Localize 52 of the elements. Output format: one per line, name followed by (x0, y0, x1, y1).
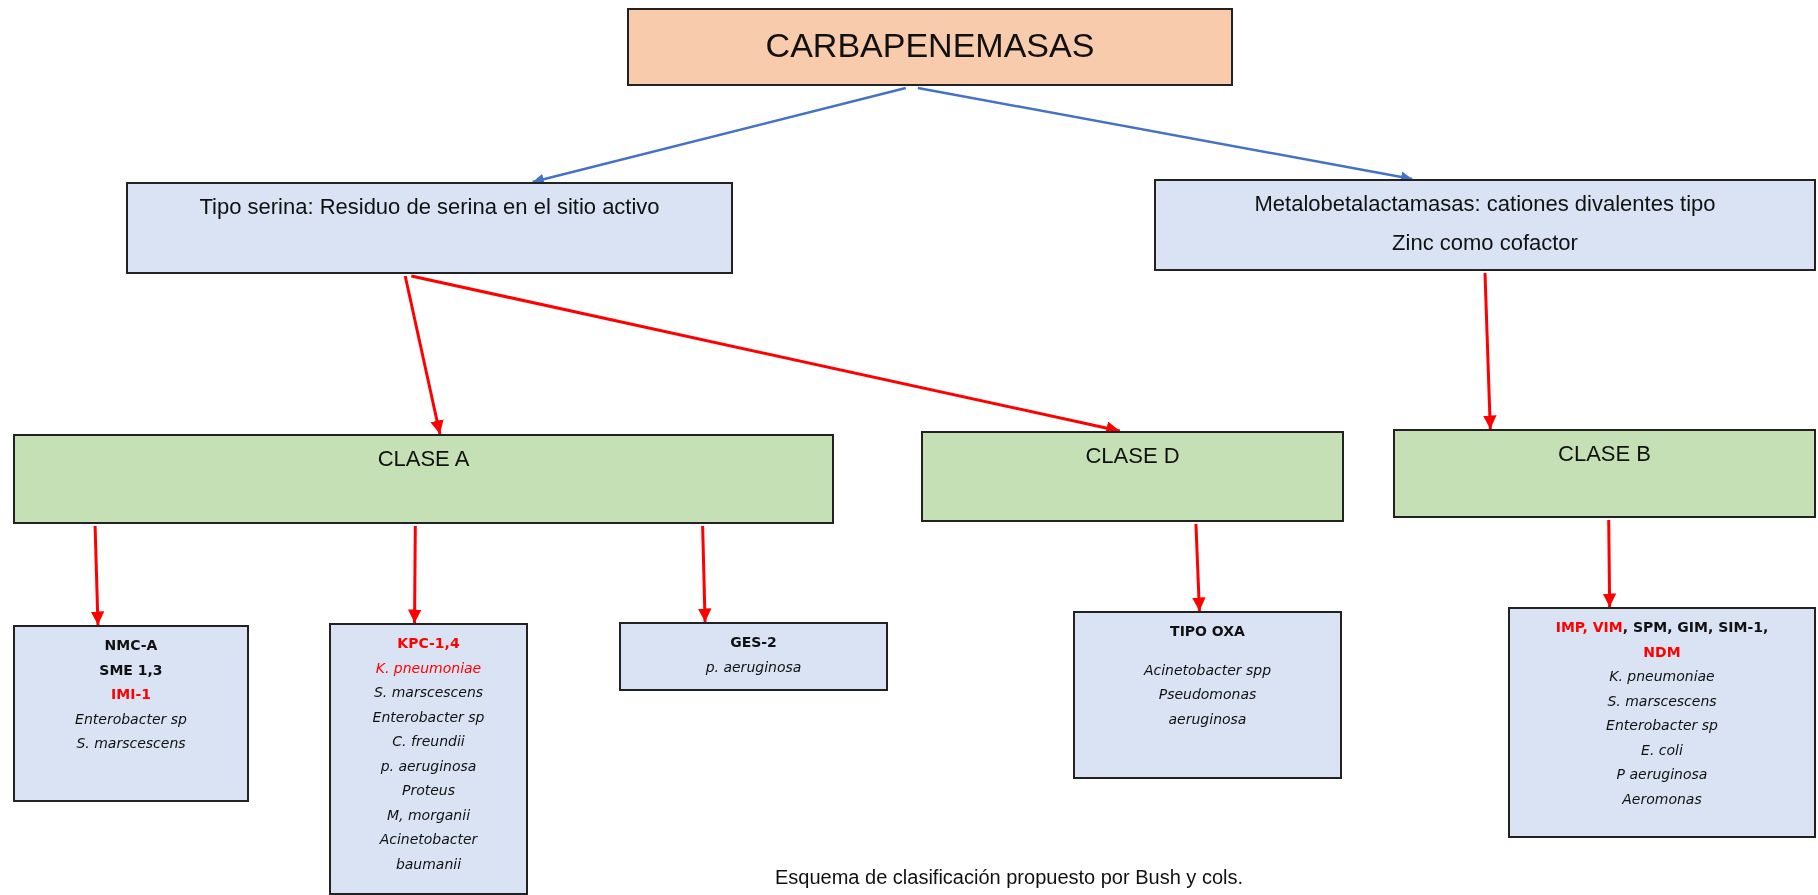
species-name: K. pneumoniae (374, 658, 483, 678)
enzyme-list-box (329, 623, 528, 895)
enzyme-name: IMP, VIM, SPM, GIM, SIM-1, NDM (1554, 618, 1770, 662)
species-name: E. coli (1640, 740, 1684, 760)
enzyme-name: IMI-1 (110, 685, 152, 704)
enzyme-name: TIPO OXA (1169, 622, 1246, 641)
species-name: Acinetobacter spp (1142, 660, 1273, 680)
species-name: Enterobacter sp (371, 707, 486, 727)
enzyme-list-box (1508, 607, 1816, 838)
enzyme-name: SME 1,3 (98, 660, 164, 680)
species-name: p. aeruginosa (704, 657, 803, 677)
species-name: Proteus (400, 781, 456, 800)
box-label: CLASE D (1084, 442, 1181, 470)
box-label: Metalobetalactamasas: cationes divalentes tipo Zinc como cofactor (1253, 190, 1717, 257)
species-name: Enterobacter sp (74, 709, 188, 729)
class-box (13, 434, 834, 524)
species-name: P aeruginosa (1615, 765, 1709, 784)
species-name: S. marscescens (1606, 691, 1718, 711)
title-box (627, 8, 1233, 86)
species-name: S. marscescens (372, 683, 485, 702)
species-name: C. freundii (391, 732, 466, 751)
species-name: Aeromonas (1620, 789, 1703, 809)
arrow (403, 275, 444, 435)
arrow (1192, 523, 1206, 612)
class-box (921, 431, 1344, 522)
species-name: Enterobacter sp (1605, 716, 1719, 735)
species-name: M, morganii (385, 805, 472, 825)
box-label: CARBAPENEMASAS (764, 25, 1096, 66)
enzyme-list-box (619, 622, 888, 691)
species-name: Acinetobacter baumanii (378, 830, 479, 874)
arrow (1483, 272, 1497, 430)
arrow (532, 86, 907, 185)
category-box (126, 182, 733, 274)
enzyme-list-box (1073, 611, 1342, 779)
class-box (1393, 429, 1816, 518)
species-name: K. pneumoniae (1608, 667, 1716, 686)
box-label: CLASE B (1557, 440, 1652, 468)
caption: Esquema de clasificación propuesto por Bush y cols. (775, 866, 1244, 889)
enzyme-name: NMC-A (103, 636, 159, 655)
category-box (1154, 179, 1816, 271)
enzyme-name: GES-2 (729, 633, 778, 652)
enzyme-name: KPC-1,4 (396, 634, 461, 653)
arrow (1602, 520, 1617, 607)
box-label: CLASE A (376, 445, 471, 473)
arrow (698, 525, 712, 623)
arrow (407, 526, 422, 623)
arrow (90, 525, 105, 626)
box-label: Tipo serina: Residuo de serina en el sitio activo (198, 193, 661, 221)
species-name: Pseudomonas aeruginosa (1157, 685, 1258, 729)
species-name: p. aeruginosa (379, 756, 478, 776)
species-name: S. marscescens (75, 734, 187, 753)
enzyme-list-box (13, 625, 249, 802)
